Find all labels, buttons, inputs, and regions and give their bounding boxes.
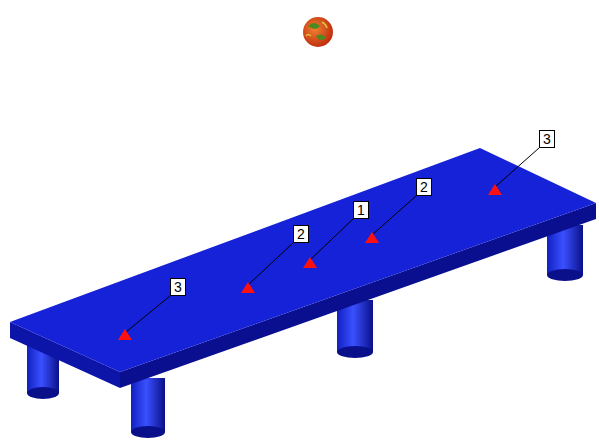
leader-lines [126, 148, 539, 332]
sensor-marker [303, 257, 317, 268]
plate-top [10, 148, 596, 372]
leader-line [495, 148, 539, 187]
leg [131, 378, 165, 438]
ball [303, 17, 333, 47]
sensor-marker [488, 184, 502, 195]
leader-line [126, 296, 170, 332]
table-plate [10, 148, 596, 388]
leader-line [310, 219, 353, 260]
sensor-markers [118, 184, 502, 340]
sensor-marker [365, 232, 379, 243]
sensor-marker [241, 282, 255, 293]
callout-number: 2 [416, 178, 432, 196]
leader-line [248, 243, 293, 285]
callout-number: 3 [539, 130, 555, 148]
sensor-marker [118, 329, 132, 340]
callout-number: 1 [353, 201, 369, 219]
callout-number: 2 [293, 225, 309, 243]
leader-line [372, 196, 416, 235]
callout-number: 3 [170, 278, 186, 296]
